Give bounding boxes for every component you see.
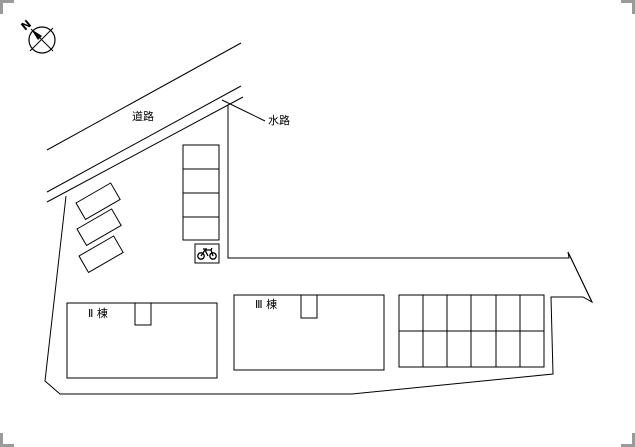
angled-parking-stall bbox=[78, 235, 124, 274]
parking-column bbox=[182, 144, 220, 241]
parking-grid bbox=[398, 294, 545, 368]
angled-parking-stall bbox=[76, 208, 122, 247]
building-2-label: Ⅱ 棟 bbox=[88, 306, 108, 320]
road-label: 道路 bbox=[132, 109, 154, 123]
corner-bottom-right bbox=[621, 433, 635, 447]
road-edge-lower bbox=[46, 85, 242, 193]
corner-top-right bbox=[621, 0, 635, 14]
compass-north-letter: N bbox=[19, 17, 34, 33]
bicycle-parking bbox=[194, 243, 220, 264]
angled-parking-stall bbox=[75, 182, 121, 221]
waterway-edge-upper bbox=[46, 96, 244, 203]
boundary-end-tick bbox=[567, 251, 593, 303]
road-edge-upper bbox=[46, 42, 242, 151]
waterway-leader bbox=[221, 99, 266, 122]
building-2 bbox=[66, 302, 218, 379]
road bbox=[46, 42, 242, 193]
site-boundary bbox=[44, 105, 594, 395]
building-2-entrance bbox=[134, 302, 152, 326]
waterway-label: 水路 bbox=[268, 114, 290, 127]
corner-top-left bbox=[0, 0, 14, 14]
north-compass-icon: N bbox=[19, 17, 56, 54]
building-3-entrance bbox=[300, 294, 318, 319]
building-3 bbox=[233, 294, 385, 371]
waterway bbox=[46, 96, 266, 203]
corner-bottom-left bbox=[0, 433, 14, 447]
angled-parking-stalls bbox=[75, 182, 124, 274]
bicycle-icon bbox=[197, 247, 217, 260]
building-3-label: Ⅲ 棟 bbox=[255, 297, 277, 311]
